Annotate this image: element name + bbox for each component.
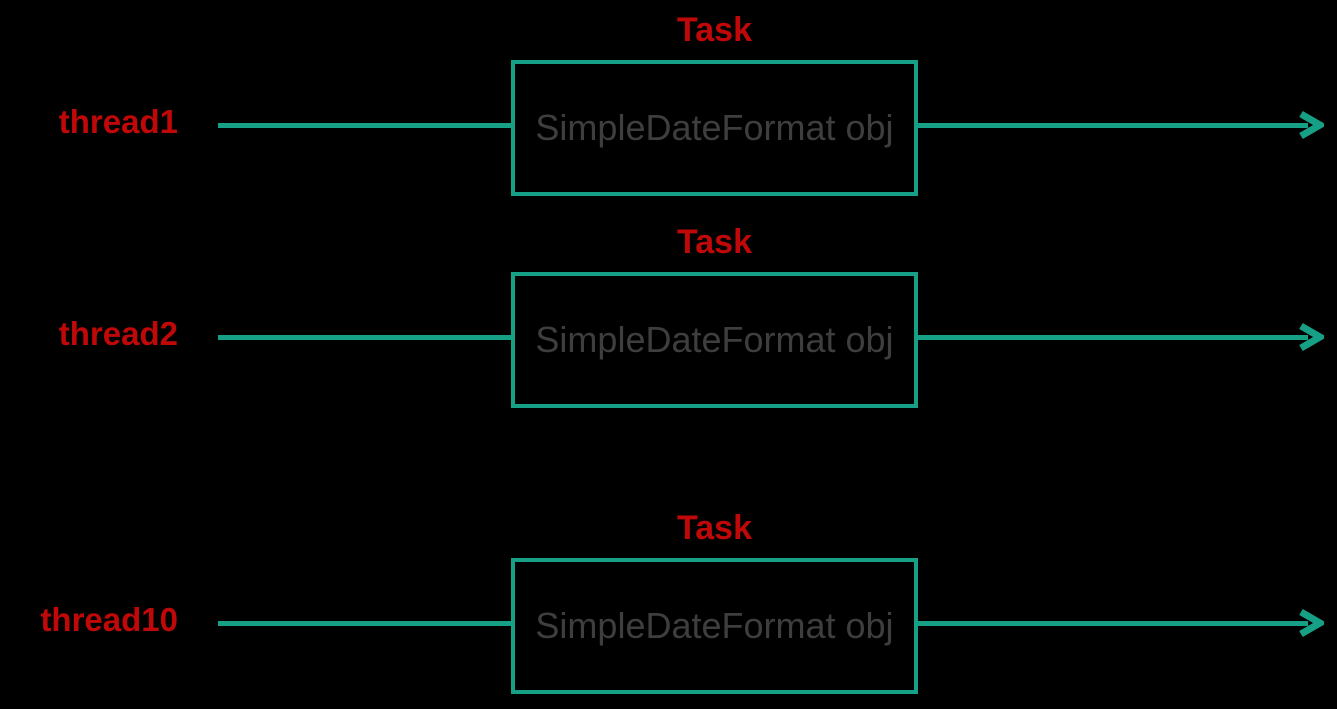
- arrow-line-left: [218, 621, 511, 626]
- arrow-line-right: [918, 123, 1308, 128]
- task-box: SimpleDateFormat obj: [511, 558, 918, 694]
- task-label: Task: [677, 223, 752, 261]
- arrow-line-left: [218, 335, 511, 340]
- task-box: SimpleDateFormat obj: [511, 60, 918, 196]
- arrowhead-icon: [1299, 322, 1324, 352]
- box-label: SimpleDateFormat obj: [535, 319, 894, 360]
- arrow-line-left: [218, 123, 511, 128]
- task-label: Task: [677, 11, 752, 49]
- arrow-line-right: [918, 621, 1308, 626]
- box-label: SimpleDateFormat obj: [535, 107, 894, 148]
- box-label: SimpleDateFormat obj: [535, 605, 894, 646]
- thread-label: thread2: [58, 315, 178, 352]
- arrowhead-icon: [1299, 110, 1324, 140]
- task-label: Task: [677, 509, 752, 547]
- arrow-line-right: [918, 335, 1308, 340]
- thread-label: thread1: [58, 103, 178, 140]
- arrowhead-icon: [1299, 608, 1324, 638]
- thread-label: thread10: [40, 601, 178, 638]
- task-box: SimpleDateFormat obj: [511, 272, 918, 408]
